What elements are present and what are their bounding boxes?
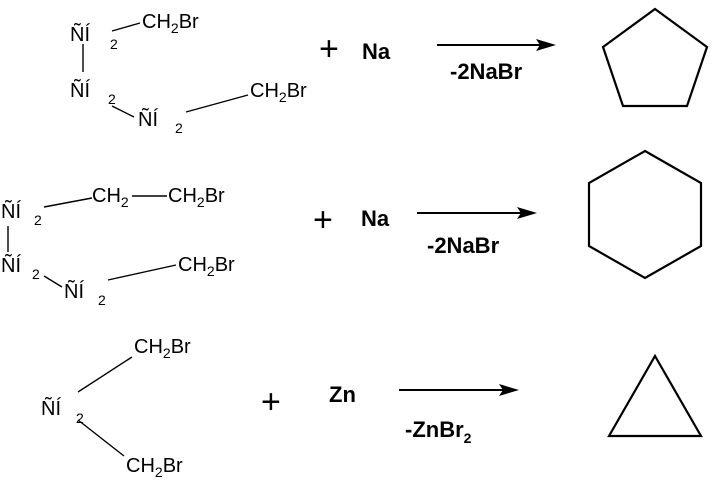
group-ch2: ÑÍ [41,396,61,420]
group-ch2br-bottom: CH2Br [178,254,235,279]
subscript: 2 [32,266,40,282]
group-ch2-1: ÑÍ [1,199,21,223]
subscript: 2 [108,91,116,107]
group-ch2br-bottom: CH2Br [250,80,307,105]
cyclopentane-icon [601,7,709,108]
bond-line [43,275,63,288]
arrow-head-icon [536,39,556,51]
plus-sign: + [261,383,281,421]
arrow-head-icon [499,384,519,396]
byproduct-label: -2NaBr [427,233,500,258]
group-ch2-2: ÑÍ [70,78,90,102]
subscript: 2 [110,36,118,52]
reaction-3: CH2Br ÑÍ 2 CH2Br + Zn -ZnBr2 [41,336,703,480]
reagent-label: Na [361,206,390,231]
subscript: 2 [98,292,106,308]
reaction-2: ÑÍ 2 ÑÍ 2 ÑÍ 2 CH2 CH2Br CH2Br + Na -2Na… [1,149,703,308]
group-ch2-3: ÑÍ [138,107,158,131]
byproduct-label: -2NaBr [450,59,523,84]
bond-line [107,264,177,281]
reagent-label: Zn [329,382,356,407]
bond-line [43,197,93,208]
bond-line [77,356,133,393]
bond-line [111,22,141,32]
reagent-label: Na [362,39,391,64]
arrow-head-icon [517,207,537,219]
plus-sign: + [313,201,333,239]
cyclohexane-icon [587,149,703,280]
cyclopropane-icon [607,353,703,438]
group-ch2-3: ÑÍ [64,279,84,303]
reaction-1: ÑÍ 2 ÑÍ 2 ÑÍ 2 CH2Br CH2Br + Na -2NaBr [70,7,709,136]
bond-line [77,419,125,457]
subscript: 2 [76,410,84,426]
group-ch2-2: ÑÍ [1,253,21,277]
bond-line [185,94,249,113]
byproduct-label: -ZnBr2 [405,417,472,446]
group-ch2br-top: CH2Br [142,11,199,36]
subscript: 2 [34,212,42,228]
group-ch2-middle: CH2 [92,185,129,210]
group-ch2-1: ÑÍ [70,22,90,46]
group-ch2br-top: CH2Br [168,185,225,210]
subscript: 2 [175,120,183,136]
group-ch2br-bottom: CH2Br [126,455,183,480]
plus-sign: + [319,30,339,68]
group-ch2br-top: CH2Br [134,336,191,361]
bond-line [111,105,135,118]
